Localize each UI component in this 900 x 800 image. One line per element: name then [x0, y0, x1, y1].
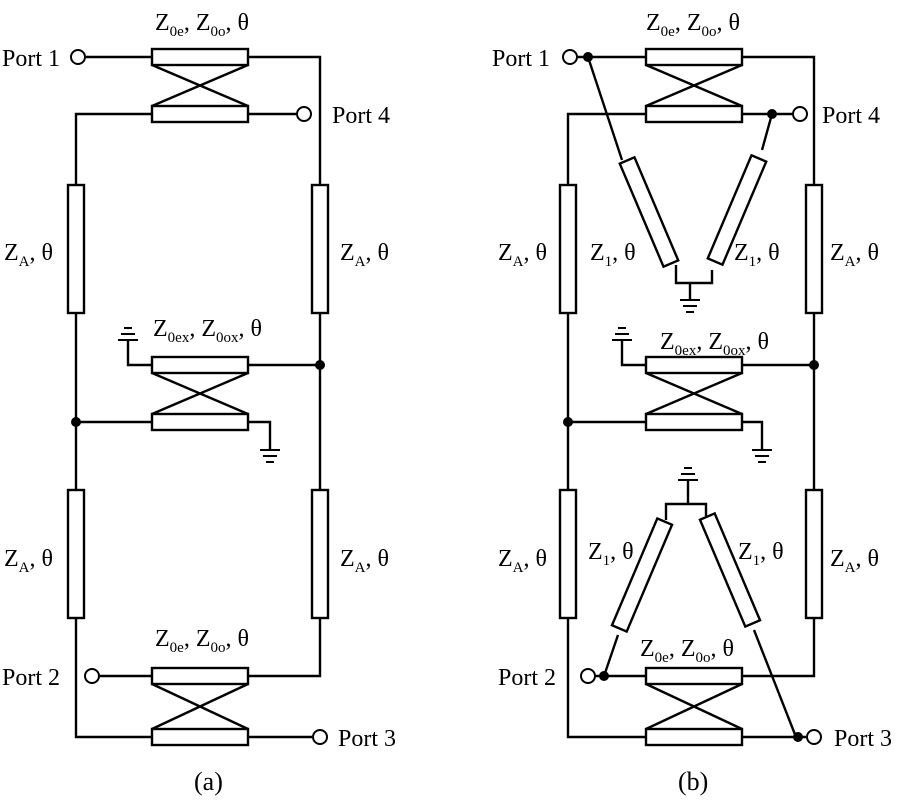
za-line-right-lower	[804, 488, 824, 620]
wires-a	[74, 55, 322, 739]
junction-dot	[599, 671, 609, 681]
coupled-line-top	[150, 47, 250, 124]
bottom-coupler-label: Z0e, Z0o, θ	[155, 626, 249, 656]
top-coupler-label: Z0e, Z0o, θ	[155, 10, 249, 40]
za-line-left-upper	[558, 183, 578, 315]
port-terminal	[296, 106, 312, 122]
caption-a: (a)	[194, 767, 223, 796]
junction-dot	[71, 417, 81, 427]
coupled-line-top	[644, 47, 744, 124]
z1-stub-bottom-left	[610, 516, 674, 634]
circuit-b: Port 1 Port 4 Port 2 Port 3 Z0e, Z0o, θ …	[492, 10, 892, 796]
top-coupler-label: Z0e, Z0o, θ	[646, 10, 740, 40]
za-label: ZA, θ	[340, 546, 389, 576]
port-terminal	[562, 49, 578, 65]
za-label: ZA, θ	[498, 546, 547, 576]
za-label: ZA, θ	[830, 240, 879, 270]
z1-label: Z1, θ	[588, 539, 634, 569]
za-line-right-lower	[310, 488, 330, 620]
za-line-right-upper	[310, 183, 330, 315]
junction-dot	[583, 52, 593, 62]
middle-coupler-label: Z0ex, Z0ox, θ	[660, 329, 769, 359]
za-label: ZA, θ	[830, 546, 879, 576]
junction-dot	[563, 417, 573, 427]
za-label: ZA, θ	[498, 240, 547, 270]
junction-dot	[315, 360, 325, 370]
port-2-label: Port 2	[2, 665, 60, 691]
port-4-label: Port 4	[332, 103, 390, 129]
port-2-label: Port 2	[498, 665, 556, 691]
circuit-a: Port 1 Port 4 Port 2 Port 3 Z0e, Z0o, θ …	[2, 10, 396, 796]
ground-icon	[752, 449, 772, 463]
port-terminal	[580, 668, 596, 684]
port-1-label: Port 1	[492, 46, 550, 72]
caption-b: (b)	[678, 767, 708, 796]
za-line-left-lower	[558, 488, 578, 620]
z1-label: Z1, θ	[738, 539, 784, 569]
ground-icon	[612, 327, 632, 341]
junction-dot	[793, 732, 803, 742]
z1-stub-top-left	[618, 155, 680, 269]
za-line-left-upper	[66, 183, 86, 315]
za-label: ZA, θ	[340, 240, 389, 270]
port-4-label: Port 4	[822, 103, 880, 129]
za-line-left-lower	[66, 488, 86, 620]
ground-icon	[678, 467, 698, 481]
coupled-line-middle	[644, 355, 744, 432]
wires-b	[566, 55, 816, 739]
bottom-coupler-label: Z0e, Z0o, θ	[640, 636, 734, 666]
za-line-right-upper	[804, 183, 824, 315]
coupled-line-middle	[150, 355, 250, 432]
port-terminal	[806, 729, 822, 745]
coupled-line-bottom	[644, 666, 744, 747]
za-label: ZA, θ	[4, 240, 53, 270]
ground-icon	[118, 327, 138, 341]
za-label: ZA, θ	[4, 546, 53, 576]
port-terminal	[792, 106, 808, 122]
ground-icon	[260, 449, 280, 463]
port-terminal	[312, 729, 328, 745]
z1-label: Z1, θ	[590, 240, 636, 270]
port-1-label: Port 1	[2, 46, 60, 72]
z1-stub-top-right	[706, 153, 768, 267]
middle-coupler-label: Z0ex, Z0ox, θ	[153, 316, 262, 346]
coupled-line-bottom	[150, 666, 250, 747]
port-3-label: Port 3	[338, 726, 396, 752]
port-terminal	[84, 668, 100, 684]
port-3-label: Port 3	[834, 726, 892, 752]
junction-dot	[809, 360, 819, 370]
z1-label: Z1, θ	[734, 240, 780, 270]
port-terminal	[70, 49, 86, 65]
z1-stub-bottom-right	[698, 511, 762, 629]
ground-icon	[680, 299, 700, 313]
junction-dot	[767, 109, 777, 119]
